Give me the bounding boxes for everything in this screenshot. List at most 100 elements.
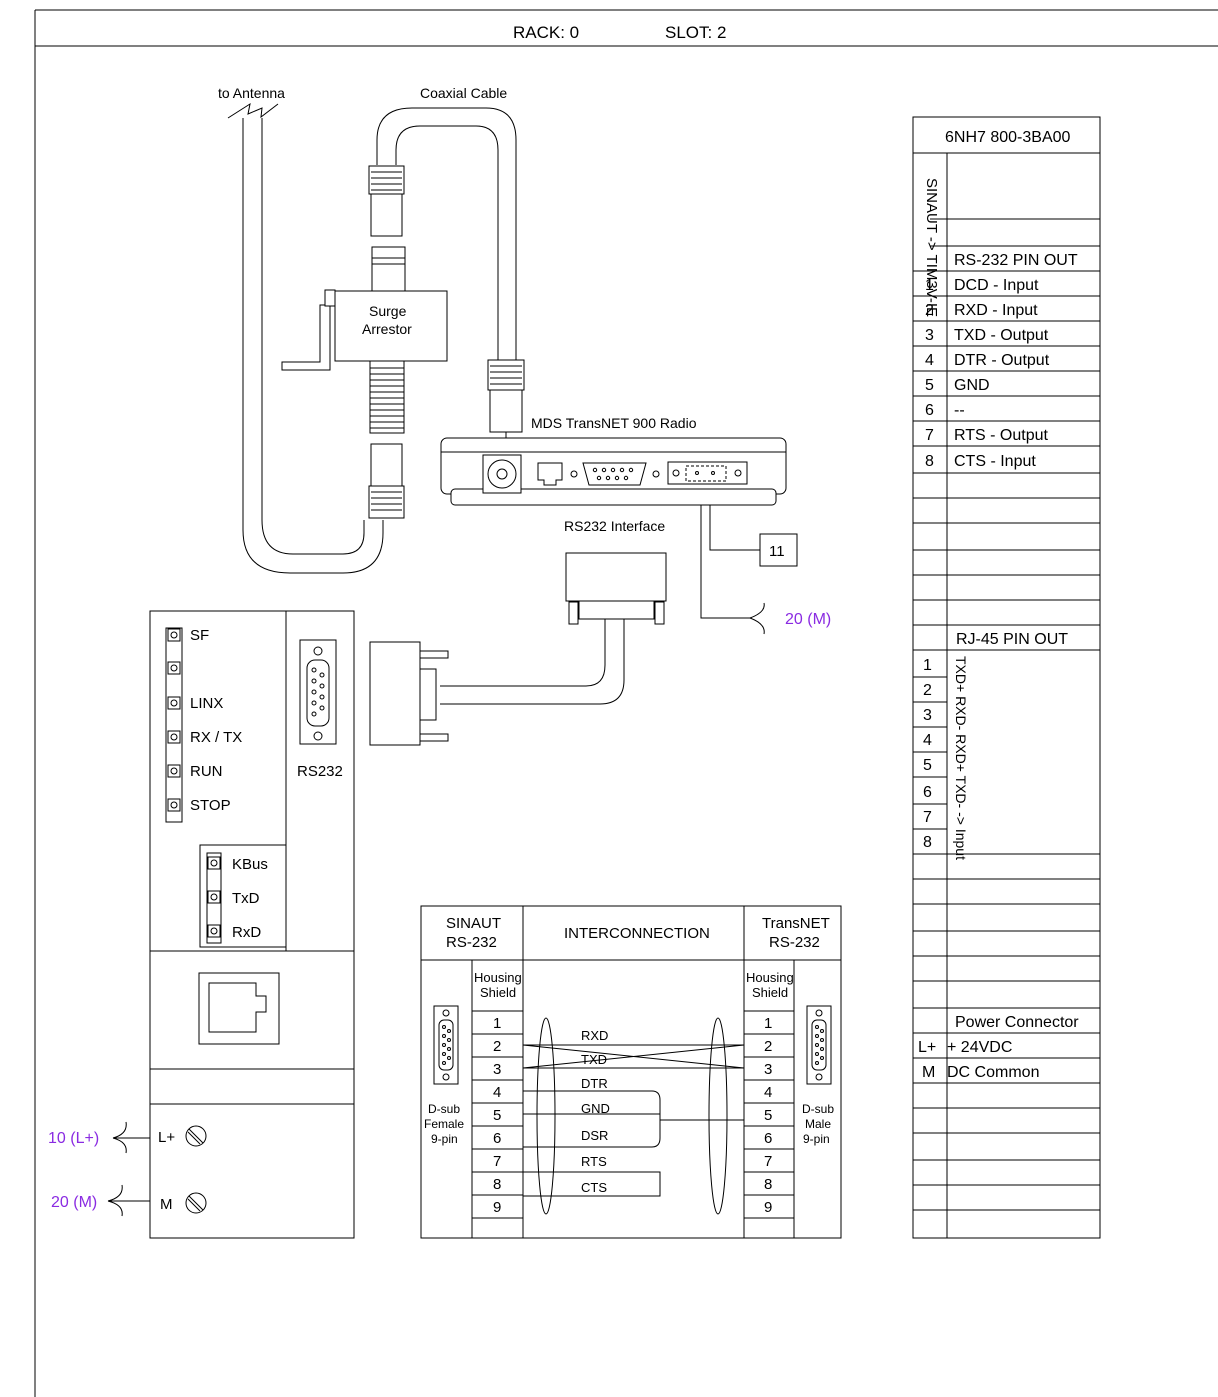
left-pins: 1 2 3 4 5 6 7 8 9 [493, 1015, 501, 1216]
right-pins: 1 2 3 4 5 6 7 8 9 [764, 1015, 772, 1216]
left-conn-2: Female [424, 1117, 464, 1131]
left-pin-8: 8 [493, 1176, 501, 1193]
terminal-lplus: L+ [158, 1129, 175, 1146]
right-dsub-icon [806, 1005, 832, 1085]
surge-label-1: Surge [369, 303, 407, 319]
rs232-sig-2: RXD - Input [954, 302, 1038, 319]
power-pin-lplus: L+ [918, 1039, 936, 1056]
sinaut-module: SF LINX RX / TX RUN STOP RS232 KBus T [48, 610, 355, 1239]
rs232-sig-1: DCD - Input [954, 277, 1039, 294]
signal-rts: RTS [581, 1154, 607, 1169]
rack-label: RACK: 0 [513, 23, 579, 42]
mid-header: INTERCONNECTION [564, 925, 710, 942]
led-run: RUN [190, 763, 223, 780]
rs232-pinout-rows: 1 DCD - Input 2 RXD - Input 3 TXD - Outp… [925, 277, 1050, 470]
transnet-radio: MDS TransNET 900 Radio 11 20 (M) [440, 415, 831, 635]
power-terminals [107, 1121, 207, 1217]
right-housing-1: Housing [746, 970, 794, 985]
interconnection-table: SINAUT RS-232 INTERCONNECTION TransNET R… [420, 905, 842, 1239]
led-txd: TxD [232, 890, 260, 907]
left-housing-2: Shield [480, 985, 516, 1000]
antenna-assembly: to Antenna Coaxial Cable Surge Arrestor [218, 85, 525, 574]
rs232-pin-5: 5 [925, 377, 934, 394]
rs232-pin-8: 8 [925, 453, 934, 470]
power-connector-title: Power Connector [955, 1014, 1079, 1031]
right-housing-2: Shield [752, 985, 788, 1000]
power-sig-m: DC Common [947, 1064, 1039, 1081]
rj45-pin-5: 5 [923, 757, 932, 774]
rj45-pin-4: 4 [923, 732, 932, 749]
rj45-pin-8: 8 [923, 834, 932, 851]
rs232-sig-7: RTS - Output [954, 427, 1049, 444]
part-number: 6NH7 800-3BA00 [945, 129, 1071, 146]
signal-gnd: GND [581, 1101, 610, 1116]
terminal-lplus-ref: 10 (L+) [48, 1130, 99, 1147]
rs232-pin-4: 4 [925, 352, 934, 369]
right-pin-9: 9 [764, 1199, 772, 1216]
right-pin-8: 8 [764, 1176, 772, 1193]
signal-dtr: DTR [581, 1076, 608, 1091]
rs232-sig-3: TXD - Output [954, 327, 1049, 344]
rj45-pin-1: 1 [923, 657, 932, 674]
right-pin-4: 4 [764, 1084, 772, 1101]
left-pin-4: 4 [493, 1084, 501, 1101]
left-conn-3: 9-pin [431, 1132, 458, 1146]
left-conn-1: D-sub [428, 1102, 460, 1116]
rs232-pinout-title: RS-232 PIN OUT [954, 252, 1078, 269]
rj45-pin-7: 7 [923, 809, 932, 826]
right-header-2: RS-232 [769, 934, 820, 951]
rs232-interface-label: RS232 Interface [564, 518, 665, 534]
left-pin-9: 9 [493, 1199, 501, 1216]
left-pin-6: 6 [493, 1130, 501, 1147]
rs232-sig-4: DTR - Output [954, 352, 1050, 369]
rs232-pin-3: 3 [925, 327, 934, 344]
right-conn-2: Male [805, 1117, 831, 1131]
radio-ground-ref: 20 (M) [785, 611, 831, 628]
rj45-pins: 1 2 3 4 5 6 7 8 [923, 657, 932, 851]
rj45-pin-2: 2 [923, 682, 932, 699]
led-stop: STOP [190, 797, 231, 814]
left-pin-grid [472, 1010, 523, 1219]
rs232-sig-6: -- [954, 402, 965, 419]
right-header-1: TransNET [762, 915, 830, 932]
radio-ref-box: 11 [769, 543, 785, 560]
pinout-table: 6NH7 800-3BA00 SINAUT -> TIM3V-IE RS-232… [912, 116, 1101, 1239]
surge-label-2: Arrestor [362, 321, 412, 337]
thread-lines [370, 367, 404, 429]
right-pin-6: 6 [764, 1130, 772, 1147]
signal-rxd: RXD [581, 1028, 608, 1043]
led-rxd: RxD [232, 924, 261, 941]
signal-cts: CTS [581, 1180, 607, 1195]
led-linx: LINX [190, 695, 223, 712]
power-pin-m: M [922, 1064, 935, 1081]
right-pin-1: 1 [764, 1015, 772, 1032]
left-header-2: RS-232 [446, 934, 497, 951]
interconnect-wires [522, 1017, 745, 1215]
left-pin-2: 2 [493, 1038, 501, 1055]
signal-txd: TXD [581, 1052, 607, 1067]
right-conn-1: D-sub [802, 1102, 834, 1116]
left-header-1: SINAUT [446, 915, 501, 932]
rs232-port-label: RS232 [297, 763, 343, 780]
rs232-pin-6: 6 [925, 402, 934, 419]
led-column [165, 627, 183, 823]
left-pin-5: 5 [493, 1107, 501, 1124]
led-sf: SF [190, 627, 209, 644]
radio-label: MDS TransNET 900 Radio [531, 415, 697, 431]
rs232-pin-7: 7 [925, 427, 934, 444]
rs232-cable: RS232 Interface [369, 518, 667, 746]
terminal-m: M [160, 1196, 173, 1213]
right-pin-2: 2 [764, 1038, 772, 1055]
right-pin-grid [744, 1010, 794, 1219]
rj45-jack [198, 972, 280, 1045]
rj45-pin-3: 3 [923, 707, 932, 724]
rj45-pin-6: 6 [923, 784, 932, 801]
right-pin-3: 3 [764, 1061, 772, 1078]
led-rxtx: RX / TX [190, 729, 242, 746]
rs232-pin-2: 2 [925, 302, 934, 319]
terminal-m-ref: 20 (M) [51, 1194, 97, 1211]
rs232-pin-1: 1 [925, 277, 934, 294]
rj45-vertical-signals: TXD+ RXD- RXD+ TXD- -> Input [953, 656, 969, 860]
left-pin-1: 1 [493, 1015, 501, 1032]
